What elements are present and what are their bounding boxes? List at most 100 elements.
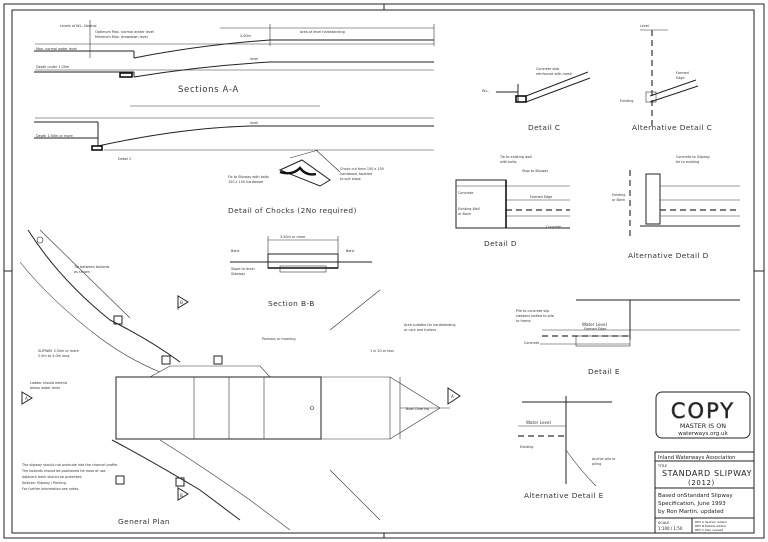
svg-text:with bolts: with bolts bbox=[500, 160, 517, 164]
title-block-title: STANDARD SLIPWAY bbox=[662, 469, 752, 478]
svg-text:Optimum Max. normal winter l: Optimum Max. normal winter level bbox=[95, 30, 154, 34]
svg-text:Existing: Existing bbox=[620, 99, 633, 103]
alt-detail-d-drawing: Concrete to Slipway tie to existing Exis… bbox=[612, 155, 740, 240]
marker-a-left: A bbox=[25, 396, 28, 401]
svg-text:or cars and trailers: or cars and trailers bbox=[404, 328, 436, 332]
svg-text:Detail C: Detail C bbox=[118, 157, 132, 161]
title-block-org: Inland Waterways Association bbox=[658, 455, 735, 461]
title-block-desc-2: Specification, June 1993 bbox=[658, 501, 726, 507]
svg-text:Minimum Max. drawdown level: Minimum Max. drawdown level bbox=[95, 35, 148, 39]
title-block-scale-value: 1:100 / 1:50 bbox=[658, 526, 683, 531]
svg-text:or Bank: or Bank bbox=[458, 212, 471, 216]
svg-text:150 x 150 hardwood: 150 x 150 hardwood bbox=[228, 180, 263, 184]
svg-text:Existing Wall: Existing Wall bbox=[458, 207, 480, 211]
alt-detail-c-title: Alternative Detail C bbox=[632, 123, 712, 132]
general-plan-title: General Plan bbox=[118, 517, 170, 526]
chocks-drawing: Fix to Slipway with bolts 150 x 150 hard… bbox=[228, 149, 384, 187]
title-block-desc-1: Based onStandard Slipway bbox=[658, 493, 733, 499]
title-block-revisions-1: REV A Section added bbox=[695, 520, 727, 524]
marker-a-right: A bbox=[451, 394, 454, 399]
svg-text:to suit slope: to suit slope bbox=[340, 177, 361, 181]
marker-b-bottom: B bbox=[180, 493, 183, 498]
svg-text:reinforced with mesh: reinforced with mesh bbox=[536, 72, 572, 76]
svg-text:Chock cut from 150 x 150: Chock cut from 150 x 150 bbox=[340, 167, 384, 171]
svg-text:tie to existing: tie to existing bbox=[676, 160, 699, 164]
svg-text:Area of level hardstanding: Area of level hardstanding bbox=[300, 30, 345, 34]
detail-d-title: Detail D bbox=[484, 239, 517, 248]
title-block-revisions-3: REV C Plan revised bbox=[695, 528, 723, 532]
svg-text:level: level bbox=[250, 57, 258, 61]
copy-stamp: COPY MASTER IS ON waterways.org.uk bbox=[655, 391, 751, 439]
svg-text:Formed Edge: Formed Edge bbox=[530, 195, 552, 199]
svg-text:W.L.: W.L. bbox=[482, 89, 489, 93]
svg-text:2.00m: 2.00m bbox=[240, 34, 252, 38]
svg-text:hardwood, tapered: hardwood, tapered bbox=[340, 172, 372, 176]
svg-text:Bank: Bank bbox=[231, 249, 240, 253]
alt-detail-e-title: Alternative Detail E bbox=[524, 491, 604, 500]
svg-text:The slipway should not protrud: The slipway should not protrude into the… bbox=[21, 463, 118, 467]
title-block-year: (2012) bbox=[688, 479, 715, 487]
svg-text:Pile to concrete slip: Pile to concrete slip bbox=[516, 309, 549, 313]
svg-text:Fix to Slipway with bolts: Fix to Slipway with bolts bbox=[228, 175, 269, 179]
general-plan-drawing: Tie between bollards as shown SLIPWAY 3.… bbox=[19, 229, 456, 531]
section-b-dimension: 3.50m or more bbox=[280, 235, 305, 239]
marker-b-top: B bbox=[180, 300, 183, 305]
stamp-url-text: waterways.org.uk bbox=[678, 431, 728, 437]
svg-text:Concrete to Slipway: Concrete to Slipway bbox=[676, 155, 710, 159]
svg-text:sleepers bolted to pile: sleepers bolted to pile bbox=[516, 314, 554, 318]
svg-text:Bank: Bank bbox=[346, 249, 355, 253]
chocks-title: Detail of Chocks (2No required) bbox=[228, 206, 357, 215]
svg-text:Depth 1:50m or more: Depth 1:50m or more bbox=[36, 134, 73, 138]
svg-text:Sideway: Sideway bbox=[231, 272, 245, 276]
detail-d-drawing: Concrete Existing Wall or Bank Tie to ex… bbox=[455, 155, 570, 229]
svg-text:Notices: Slipway / Parking: Notices: Slipway / Parking bbox=[22, 481, 66, 485]
svg-text:Max. normal water level: Max. normal water level bbox=[36, 47, 77, 51]
detail-e-title: Detail E bbox=[588, 367, 620, 376]
section-a-title: Sections A-A bbox=[178, 85, 239, 95]
title-block-scale-label: SCALE bbox=[658, 521, 670, 525]
svg-text:Edge: Edge bbox=[676, 76, 685, 80]
svg-text:as shown: as shown bbox=[74, 270, 90, 274]
svg-text:Formed: Formed bbox=[676, 71, 689, 75]
svg-text:Pontoon or mooring: Pontoon or mooring bbox=[262, 337, 296, 341]
svg-text:Levels of W.L. Normal: Levels of W.L. Normal bbox=[60, 24, 97, 28]
svg-text:Concrete: Concrete bbox=[524, 341, 539, 345]
svg-text:The bollards should be positio: The bollards should be positioned for ea… bbox=[21, 469, 107, 473]
svg-text:Level: Level bbox=[640, 24, 649, 28]
svg-text:Boat Clearing: Boat Clearing bbox=[406, 407, 429, 411]
svg-text:Depth under 1:20m: Depth under 1:20m bbox=[36, 65, 70, 69]
section-b-drawing: Slope to drain Sideway Bank Bank bbox=[230, 236, 372, 276]
svg-text:to frame: to frame bbox=[516, 319, 531, 323]
title-block: Inland Waterways Association TITLE STAND… bbox=[654, 451, 755, 534]
alt-detail-e-drawing: Anchor pile or piling Existing bbox=[518, 396, 616, 487]
svg-text:Area suitable for hardstanding: Area suitable for hardstanding bbox=[404, 323, 456, 327]
svg-text:Stop to Slipway: Stop to Slipway bbox=[522, 169, 548, 173]
svg-text:Slope to drain: Slope to drain bbox=[231, 267, 255, 271]
alt-detail-e-water-level: Water Level bbox=[526, 420, 551, 425]
svg-text:Tie to existing wall: Tie to existing wall bbox=[499, 155, 532, 159]
svg-text:below water level: below water level bbox=[30, 386, 60, 390]
svg-text:piling: piling bbox=[592, 462, 601, 466]
svg-text:Concrete: Concrete bbox=[458, 191, 473, 195]
title-block-revisions-2: REV B Details added bbox=[695, 524, 726, 528]
title-block-desc-3: by Ron Martin, updated bbox=[658, 509, 724, 515]
svg-text:Adjacent bank should be protec: Adjacent bank should be protected. bbox=[22, 475, 82, 479]
alt-detail-d-title: Alternative Detail D bbox=[628, 251, 709, 260]
svg-text:Existing: Existing bbox=[520, 445, 533, 449]
stamp-copy-text: COPY bbox=[671, 399, 735, 423]
svg-text:or Bank: or Bank bbox=[612, 198, 625, 202]
svg-text:Ladder should extend: Ladder should extend bbox=[30, 381, 67, 385]
title-block-title-label: TITLE bbox=[657, 464, 667, 468]
svg-text:Concrete slab: Concrete slab bbox=[536, 67, 559, 71]
svg-text:level: level bbox=[250, 121, 258, 125]
detail-e-water-level: Water Level bbox=[582, 322, 607, 327]
svg-text:Tie between bollards: Tie between bollards bbox=[73, 265, 109, 269]
section-b-title: Section B-B bbox=[268, 299, 315, 308]
svg-text:Formed Edge: Formed Edge bbox=[584, 327, 606, 331]
svg-text:SLIPWAY 3.50m or more: SLIPWAY 3.50m or more bbox=[38, 349, 79, 353]
detail-e-drawing: Pile to concrete slip sleepers bolted to… bbox=[516, 299, 740, 347]
drawing-frame bbox=[11, 9, 755, 534]
detail-c-drawing: Concrete slab reinforced with mesh W.L. bbox=[482, 67, 591, 103]
sheet-border bbox=[3, 3, 765, 539]
stamp-master-text: MASTER IS ON bbox=[680, 422, 726, 430]
